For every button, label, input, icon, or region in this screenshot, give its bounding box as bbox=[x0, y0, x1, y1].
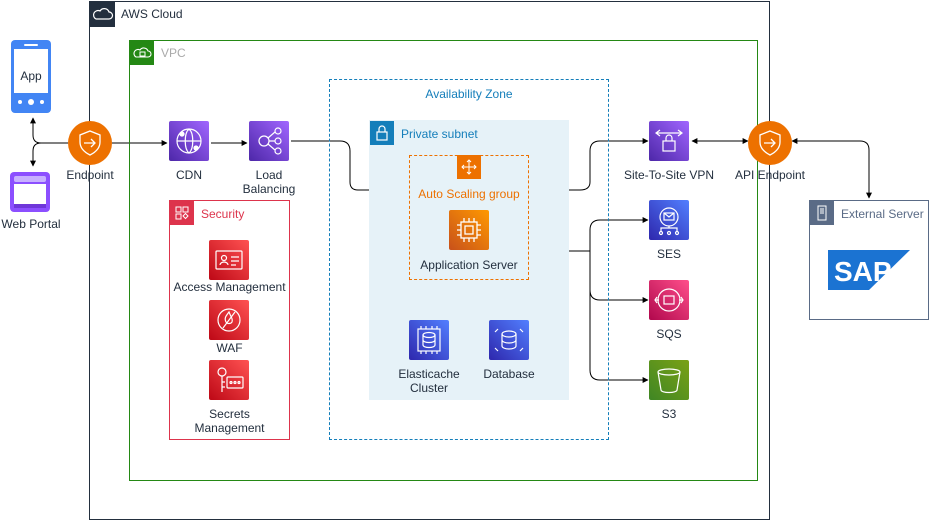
availability-zone-group bbox=[329, 79, 609, 440]
rds-database-icon[interactable] bbox=[489, 320, 529, 360]
security-group-icon bbox=[170, 201, 194, 225]
connector-webportal-endpoint bbox=[30, 142, 42, 167]
svg-text:®: ® bbox=[877, 282, 882, 289]
s3-label: S3 bbox=[661, 407, 677, 421]
ses-label: SES bbox=[656, 247, 681, 261]
sap-logo-text: SAP bbox=[834, 256, 892, 287]
security-group bbox=[169, 200, 290, 440]
sap-logo: SAP® bbox=[828, 250, 910, 290]
auto-scaling-title: Auto Scaling group bbox=[418, 187, 520, 201]
secrets-label-1: Secrets bbox=[209, 407, 250, 421]
private-subnet-title: Private subnet bbox=[401, 127, 478, 141]
vpc-title: VPC bbox=[161, 46, 186, 60]
shield-endpoint-icon[interactable] bbox=[68, 121, 112, 165]
aws-cloud-title: AWS Cloud bbox=[121, 7, 183, 21]
sqs-queue-icon[interactable] bbox=[649, 280, 689, 320]
connector-appserver-s3 bbox=[589, 290, 649, 383]
lock-icon bbox=[370, 121, 394, 145]
secrets-label-2: Management bbox=[194, 421, 265, 435]
s3-bucket-icon[interactable] bbox=[649, 360, 689, 400]
elastic-load-balancing-icon[interactable] bbox=[249, 121, 289, 161]
elasticache-label-2: Cluster bbox=[409, 381, 448, 395]
web-portal-label: Web Portal bbox=[1, 217, 61, 231]
iam-identity-card-icon[interactable] bbox=[209, 240, 249, 280]
elasticache-icon[interactable] bbox=[409, 320, 449, 360]
connector-lb-autoscaling bbox=[291, 140, 409, 193]
vpc-group bbox=[129, 40, 758, 481]
auto-scaling-arrows-icon bbox=[457, 155, 481, 179]
secrets-manager-key-icon[interactable] bbox=[209, 360, 249, 400]
security-title: Security bbox=[201, 207, 245, 221]
connector-api-external bbox=[791, 138, 872, 199]
ses-email-icon[interactable] bbox=[649, 200, 689, 240]
waf-firewall-icon[interactable] bbox=[209, 300, 249, 340]
server-rack-icon bbox=[810, 201, 834, 225]
endpoint-label: Endpoint bbox=[66, 168, 114, 182]
database-label: Database bbox=[483, 367, 535, 381]
connector-appserver-ses bbox=[529, 217, 649, 254]
vpc-icon bbox=[130, 41, 154, 65]
load-balancing-label-2: Balancing bbox=[242, 182, 296, 196]
site-to-site-vpn-icon[interactable] bbox=[649, 121, 689, 161]
browser-window-icon[interactable] bbox=[10, 172, 50, 212]
api-shield-endpoint-icon[interactable] bbox=[748, 121, 792, 165]
cloudfront-icon[interactable] bbox=[169, 121, 209, 161]
cdn-label: CDN bbox=[176, 168, 202, 182]
sqs-label: SQS bbox=[656, 327, 682, 341]
app-label: App bbox=[20, 69, 42, 83]
load-balancing-label-1: Load bbox=[255, 168, 283, 182]
external-server-title: External Server bbox=[841, 207, 924, 221]
api-endpoint-label: API Endpoint bbox=[734, 168, 806, 182]
site-vpn-label: Site-To-Site VPN bbox=[623, 168, 715, 182]
availability-zone-title: Availability Zone bbox=[425, 87, 513, 101]
waf-label: WAF bbox=[216, 341, 243, 355]
application-server-label: Application Server bbox=[420, 258, 518, 272]
aws-cloud-group bbox=[89, 1, 770, 520]
elasticache-label-1: Elasticache bbox=[398, 367, 460, 381]
external-server-group bbox=[809, 200, 929, 320]
connector-app-endpoint bbox=[30, 117, 68, 144]
access-management-label: Access Management bbox=[173, 280, 286, 294]
ec2-chip-icon[interactable] bbox=[449, 210, 489, 250]
connector-vpn-autoscaling bbox=[529, 138, 649, 193]
cloud-icon bbox=[90, 2, 115, 27]
mobile-phone-icon[interactable] bbox=[11, 40, 51, 113]
